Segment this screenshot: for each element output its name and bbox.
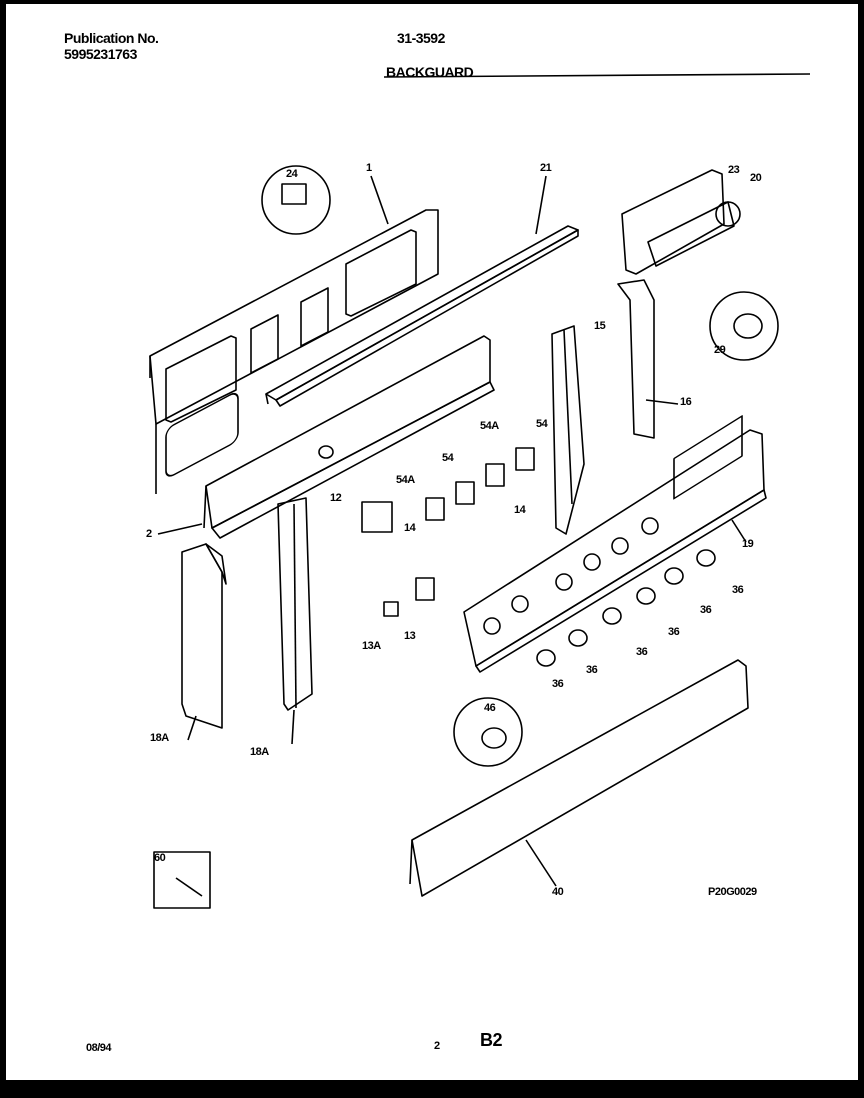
switch-54-lower (455, 481, 475, 505)
part-label: 23 (728, 164, 740, 176)
part-label: 36 (636, 646, 648, 658)
part-label: 54 (536, 418, 548, 430)
part-label: 2 (146, 528, 152, 540)
page-code: B2 (480, 1030, 503, 1050)
part-label: 54 (442, 452, 454, 464)
detail-circle-24 (261, 165, 331, 235)
part-label: 18A (150, 732, 169, 744)
knob-36-c (602, 607, 622, 625)
knob-36-b (568, 629, 588, 647)
detail-circle-29 (709, 291, 779, 361)
vertical-bracket (551, 325, 585, 535)
knob-detail-29 (733, 313, 763, 339)
part-label: 16 (680, 396, 692, 408)
part-label: 21 (540, 162, 552, 174)
screw-detail (175, 877, 203, 897)
part-label: 19 (742, 538, 754, 550)
part-label: 12 (330, 492, 342, 504)
part-label: 36 (700, 604, 712, 616)
side-bracket-right (617, 279, 655, 439)
knob-36-f (696, 549, 716, 567)
knob-36-e (664, 567, 684, 585)
publication-label: Publication No. (64, 30, 159, 46)
part-label: 54A (480, 420, 499, 432)
part-label: 36 (732, 584, 744, 596)
part-label: 15 (594, 320, 606, 332)
screw-detail-box (153, 851, 211, 909)
part-label: 14 (404, 522, 416, 534)
part-label: 46 (484, 702, 496, 714)
print-date: 08/94 (86, 1042, 112, 1054)
part-label: 13A (362, 640, 381, 652)
drawing-number: P20G0029 (708, 886, 757, 898)
part-label: 18A (250, 746, 269, 758)
publication-number: 5995231763 (64, 46, 137, 62)
part-label: 54A (396, 474, 415, 486)
backguard-rear-panel (149, 209, 439, 494)
part-label: 1 (366, 162, 372, 174)
switch-detail (281, 183, 307, 205)
part-label: 13 (404, 630, 416, 642)
lower-bracket-panel (203, 335, 495, 539)
part-label: 29 (714, 344, 726, 356)
control-panel (463, 415, 767, 673)
top-trim-strip (265, 225, 579, 407)
knob-36-d (636, 587, 656, 605)
part-label: 14 (514, 504, 526, 516)
knob-36-a (536, 649, 556, 667)
side-bracket-left (277, 497, 313, 711)
part-label: 20 (750, 172, 762, 184)
part-label: 40 (552, 886, 564, 898)
knob-detail-46 (481, 727, 507, 749)
bottom-trim (409, 659, 749, 897)
switch-13a (383, 601, 399, 617)
end-cap-left (181, 543, 227, 729)
diagram-sheet: Publication No. 5995231763 31-3592 BACKG… (6, 4, 858, 1080)
part-label: 24 (286, 168, 298, 180)
part-label: 36 (668, 626, 680, 638)
infinite-switch-13 (415, 577, 435, 601)
part-label: 36 (552, 678, 564, 690)
detail-circle-46 (453, 697, 523, 767)
part-label: 36 (586, 664, 598, 676)
page-number: 2 (434, 1040, 440, 1052)
exploded-view-drawing (149, 73, 811, 909)
clock-assembly (621, 169, 741, 275)
model-number: 31-3592 (397, 30, 445, 46)
switch-54a-lower (425, 497, 445, 521)
header-rule (383, 73, 811, 78)
part-label: 60 (154, 852, 166, 864)
element-switch-12 (361, 501, 393, 533)
switch-54-upper (515, 447, 535, 471)
switch-54a-upper (485, 463, 505, 487)
